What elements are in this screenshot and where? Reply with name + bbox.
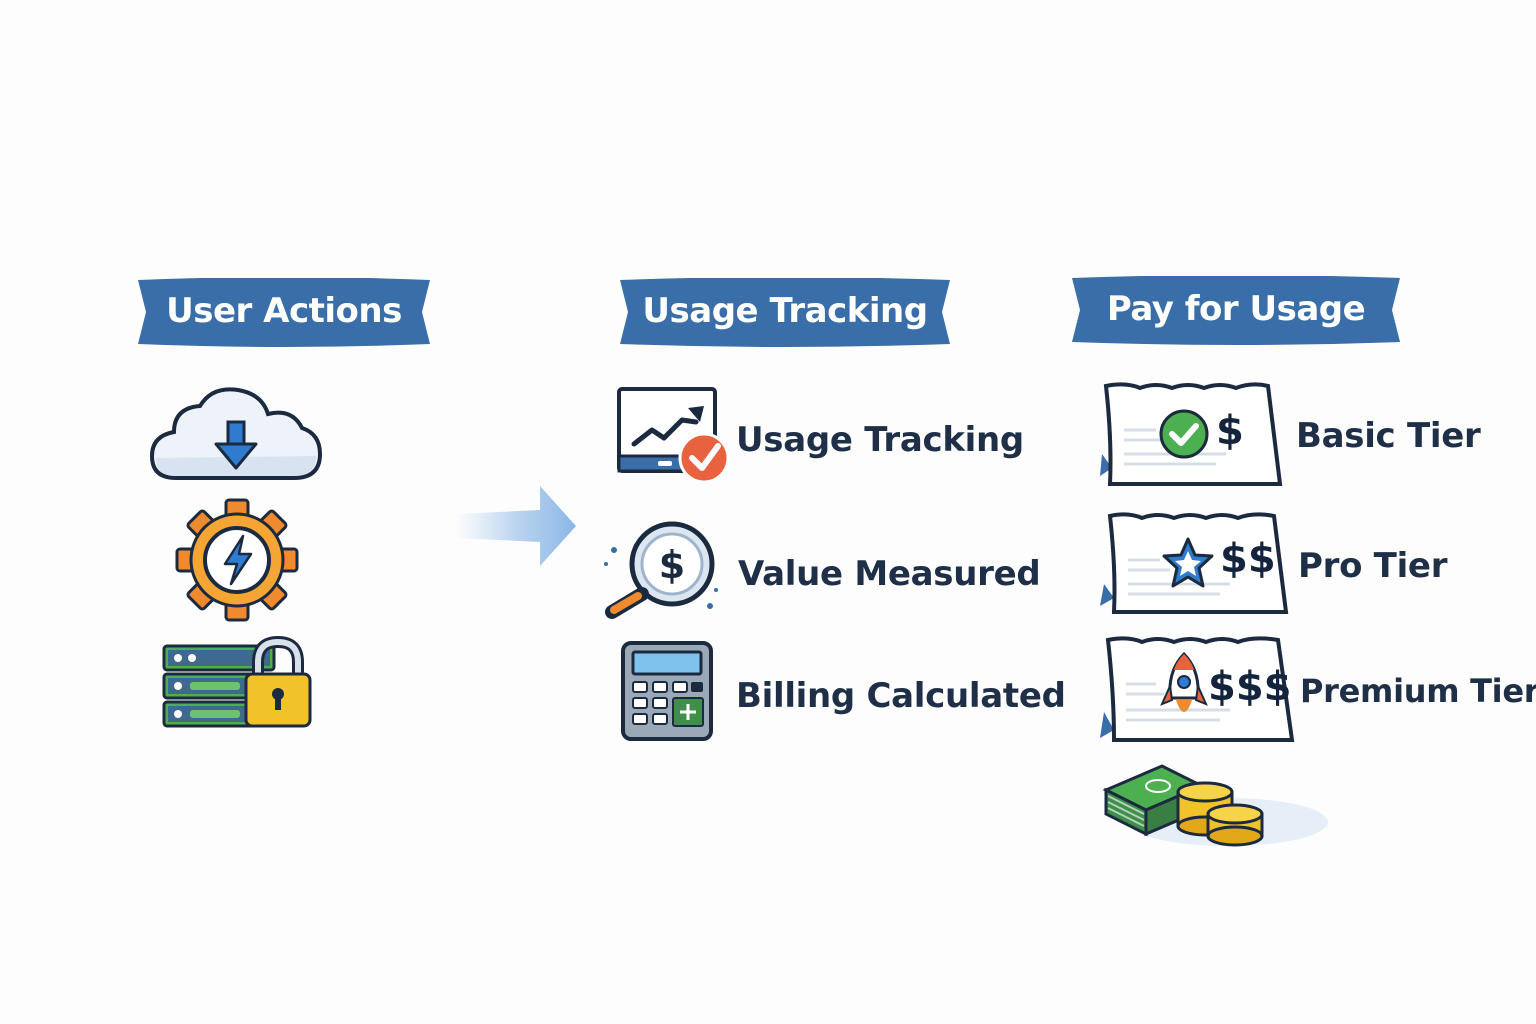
banner-ribbon — [1072, 276, 1400, 345]
arrow-right-icon — [456, 486, 576, 566]
column-title: User Actions — [166, 291, 402, 331]
tier-label-basic: Basic Tier — [1296, 416, 1481, 456]
magnifier-dollar-icon: $ — [604, 521, 718, 619]
banner-usage-tracking: Usage Tracking — [618, 278, 952, 347]
column-title: Usage Tracking — [642, 291, 928, 331]
banner-ribbon — [138, 278, 430, 347]
tier-price: $$ — [1220, 536, 1276, 582]
tier-label-pro: Pro Tier — [1298, 546, 1448, 586]
calculator-icon — [621, 641, 713, 741]
svg-text:$: $ — [659, 543, 685, 587]
column-title: Pay for Usage — [1106, 289, 1366, 329]
monitor-chart-check-icon — [617, 387, 730, 484]
tier-label-premium: Premium Tier — [1300, 672, 1536, 710]
item-label-usage-tracking: Usage Tracking — [736, 420, 1024, 460]
checkmark-badge-icon — [1159, 409, 1209, 459]
banner-user-actions: User Actions — [136, 278, 432, 347]
cash-and-coins-icon — [1102, 764, 1328, 847]
item-label-billing-calculated: Billing Calculated — [736, 676, 1066, 716]
banner-pay-for-usage: Pay for Usage — [1070, 276, 1402, 345]
tier-price: $$$ — [1208, 664, 1292, 710]
server-lock-icon — [162, 636, 312, 728]
item-label-value-measured: Value Measured — [738, 554, 1041, 594]
star-badge-icon — [1162, 537, 1214, 588]
banner-ribbon — [620, 278, 950, 347]
tier-price: $ — [1216, 408, 1244, 454]
rocket-icon — [1160, 652, 1208, 712]
gear-lightning-icon — [175, 498, 299, 622]
cloud-download-icon — [149, 387, 323, 480]
